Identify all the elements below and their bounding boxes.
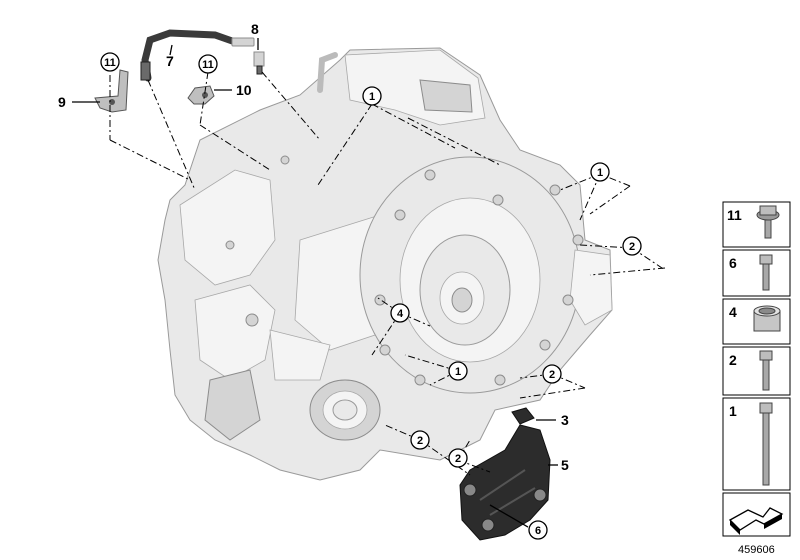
hex-bolt-icon — [759, 350, 773, 391]
svg-text:6: 6 — [535, 525, 541, 537]
flange-bolt-icon — [756, 205, 780, 239]
rubber-pad — [511, 407, 535, 425]
transmission-mount-bracket — [459, 424, 551, 541]
bracket-left — [94, 69, 129, 113]
svg-text:1: 1 — [597, 167, 603, 179]
legend-row-6: 6 — [722, 249, 791, 297]
svg-text:4: 4 — [397, 308, 404, 320]
callout-leaders — [72, 38, 558, 528]
svg-text:1: 1 — [729, 403, 737, 419]
svg-text:11: 11 — [104, 57, 116, 69]
direction-arrow-icon — [728, 507, 784, 535]
svg-text:2: 2 — [549, 369, 555, 381]
callout-7: 7 — [166, 53, 174, 69]
svg-text:2: 2 — [417, 435, 423, 447]
callout-3: 3 — [561, 412, 569, 428]
circled-callout-2-right: 2 — [622, 236, 642, 256]
legend-row-2: 2 — [722, 346, 791, 396]
callout-9: 9 — [58, 94, 66, 110]
dowel-sleeve-icon — [753, 305, 781, 332]
svg-text:11: 11 — [727, 207, 742, 223]
circled-callout-2-bottom: 2 — [448, 448, 468, 468]
circled-callout-11-left: 11 — [100, 52, 120, 72]
circled-callout-2-lower-right: 2 — [542, 364, 562, 384]
transmission-housing — [157, 47, 613, 481]
svg-text:6: 6 — [729, 255, 737, 271]
svg-text:4: 4 — [729, 304, 737, 320]
svg-text:11: 11 — [202, 59, 214, 71]
svg-text:2: 2 — [729, 352, 737, 368]
housing-bolt-bosses — [225, 155, 584, 386]
svg-text:2: 2 — [455, 453, 461, 465]
circled-callout-1-right: 1 — [590, 162, 610, 182]
hex-bolt-icon — [759, 254, 773, 291]
hose-clip — [187, 85, 215, 105]
circled-callout-1-mid: 1 — [448, 361, 468, 381]
callout-8: 8 — [251, 21, 259, 37]
circled-callout-4: 4 — [390, 303, 410, 323]
svg-text:2: 2 — [629, 241, 635, 253]
circled-callout-6: 6 — [528, 520, 548, 540]
svg-text:1: 1 — [455, 366, 461, 378]
parts-legend: 11 6 4 — [722, 201, 791, 537]
legend-row-4: 4 — [722, 298, 791, 345]
long-bolt-icon — [759, 402, 773, 486]
legend-direction-box — [722, 492, 791, 537]
legend-row-1: 1 — [722, 397, 791, 491]
circled-callout-11-right: 11 — [198, 54, 218, 74]
callout-10: 10 — [236, 82, 252, 98]
circled-callout-1-top: 1 — [362, 86, 382, 106]
diagram-id: 459606 — [738, 544, 775, 556]
callout-5: 5 — [561, 457, 569, 473]
legend-row-11: 11 — [722, 201, 791, 248]
breather-connector — [253, 51, 265, 75]
circled-callout-2-lower: 2 — [410, 430, 430, 450]
svg-text:1: 1 — [369, 91, 375, 103]
breather-hose — [140, 29, 255, 82]
